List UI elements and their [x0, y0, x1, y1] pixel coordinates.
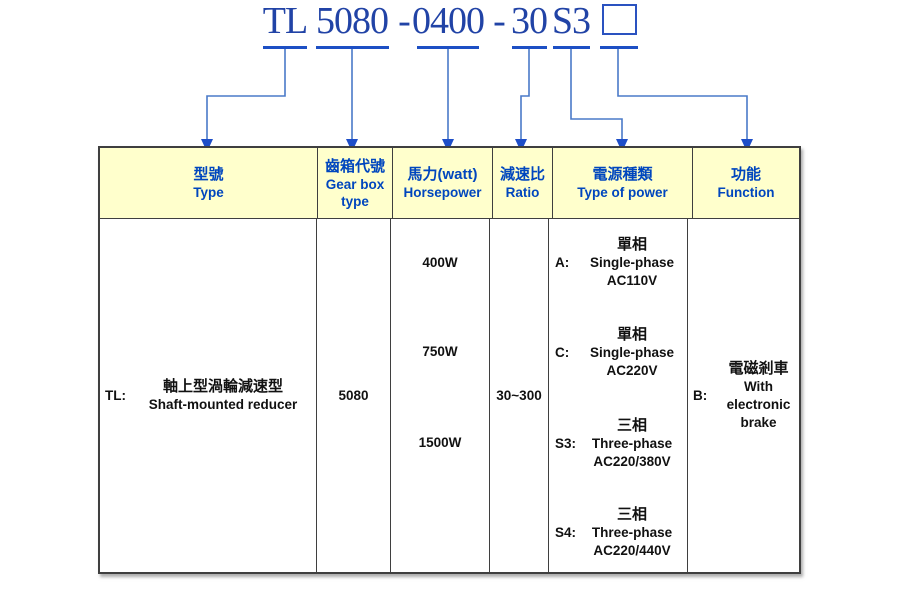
connector-ratio-line — [520, 49, 530, 140]
header-gearbox-en: Gear box — [325, 176, 385, 192]
connector-function-line — [617, 49, 748, 140]
header-gearbox: 齒箱代號 Gear box type — [318, 148, 393, 218]
power-option-c: C: 單相 Single-phase AC220V — [549, 325, 687, 379]
power-option-s3: S3: 三相 Three-phase AC220/380V — [549, 416, 687, 470]
underline-function — [600, 46, 638, 49]
connector-type-line — [206, 49, 286, 140]
code-function-placeholder-box — [602, 4, 637, 35]
function-description-line: brake — [740, 415, 777, 430]
ratio-value: 30~300 — [496, 388, 542, 403]
cell-ratio: 30~300 — [490, 219, 549, 572]
code-segment-type: TL — [262, 0, 308, 42]
code-segment-gearbox: 5080 — [316, 0, 389, 42]
header-function: 功能 Function — [693, 148, 799, 218]
header-horsepower: 馬力(watt) Horsepower — [393, 148, 493, 218]
header-type-zh: 型號 — [193, 166, 224, 183]
power-option-s4-code: S4: — [555, 524, 577, 540]
header-function-en: Function — [717, 185, 775, 200]
power-option-a: A: 單相 Single-phase AC110V — [549, 235, 687, 289]
power-option-s4-en: Three-phase — [591, 524, 673, 540]
code-dash: - — [493, 0, 506, 42]
power-option-c-zh: 單相 — [616, 325, 647, 343]
header-type-en: Type — [193, 185, 224, 200]
horsepower-value: 750W — [422, 344, 458, 359]
power-option-a-voltage: AC110V — [606, 272, 658, 288]
type-description: 軸上型渦輪減速型 Shaft-mounted reducer — [130, 377, 316, 414]
header-function-zh: 功能 — [730, 166, 761, 183]
table-body-row: TL: 軸上型渦輪減速型 Shaft-mounted reducer 5080 … — [100, 219, 799, 572]
cell-function: B: 電磁剎車 With electronic brake — [688, 219, 799, 572]
power-option-s4-voltage: AC220/440V — [593, 542, 671, 558]
header-power-zh: 電源種類 — [592, 166, 653, 183]
power-option-s3-zh: 三相 — [616, 416, 647, 434]
header-horsepower-en: Horsepower — [403, 185, 482, 200]
type-description-en: Shaft-mounted reducer — [148, 397, 298, 412]
power-option-s3-voltage: AC220/380V — [593, 453, 671, 469]
code-segment-ratio: 30 — [511, 0, 548, 42]
header-power-en: Type of power — [577, 185, 668, 200]
function-description-line: With — [743, 379, 774, 394]
cell-horsepower: 400W 750W 1500W — [391, 219, 490, 572]
function-code-label: B: — [693, 388, 708, 403]
header-horsepower-zh: 馬力(watt) — [407, 166, 478, 183]
header-gearbox-en2: type — [341, 193, 369, 209]
table-header-row: 型號 Type 齒箱代號 Gear box type 馬力(watt) Hors… — [100, 148, 799, 219]
type-description-zh: 軸上型渦輪減速型 — [162, 378, 283, 395]
function-description-line: electronic — [726, 397, 791, 412]
code-dash: - — [398, 0, 411, 42]
header-ratio: 減速比 Ratio — [493, 148, 553, 218]
connector-power-line — [570, 49, 623, 140]
horsepower-value: 400W — [422, 255, 458, 270]
function-description: 電磁剎車 With electronic brake — [718, 359, 799, 432]
horsepower-value: 1500W — [418, 435, 462, 450]
underline-gearbox — [316, 46, 389, 49]
underline-horsepower — [417, 46, 479, 49]
power-option-s3-en: Three-phase — [591, 435, 673, 451]
code-segment-horsepower: 0400 — [412, 0, 485, 42]
power-option-s3-code: S3: — [555, 435, 577, 451]
underline-type — [263, 46, 307, 49]
gearbox-value: 5080 — [338, 388, 369, 403]
type-code-label: TL: — [105, 388, 126, 403]
header-power: 電源種類 Type of power — [553, 148, 693, 218]
power-option-c-voltage: AC220V — [606, 362, 658, 378]
power-option-c-code: C: — [555, 344, 570, 360]
power-option-a-zh: 單相 — [616, 235, 647, 253]
spec-table: 型號 Type 齒箱代號 Gear box type 馬力(watt) Hors… — [98, 146, 801, 574]
function-description-zh: 電磁剎車 — [728, 360, 789, 377]
power-option-a-en: Single-phase — [589, 254, 675, 270]
cell-gearbox: 5080 — [317, 219, 391, 572]
header-gearbox-zh: 齒箱代號 — [324, 157, 385, 175]
power-option-s4-zh: 三相 — [616, 505, 647, 523]
power-option-a-code: A: — [555, 254, 570, 270]
header-ratio-en: Ratio — [505, 185, 540, 200]
underline-ratio — [512, 46, 547, 49]
power-option-s4: S4: 三相 Three-phase AC220/440V — [549, 505, 687, 559]
code-segment-power: S3 — [551, 0, 591, 42]
header-type: 型號 Type — [100, 148, 318, 218]
cell-power: A: 單相 Single-phase AC110V C: 單相 Single-p… — [549, 219, 688, 572]
header-ratio-zh: 減速比 — [499, 166, 545, 183]
underline-power — [553, 46, 590, 49]
power-option-c-en: Single-phase — [589, 344, 675, 360]
cell-type: TL: 軸上型渦輪減速型 Shaft-mounted reducer — [100, 219, 317, 572]
